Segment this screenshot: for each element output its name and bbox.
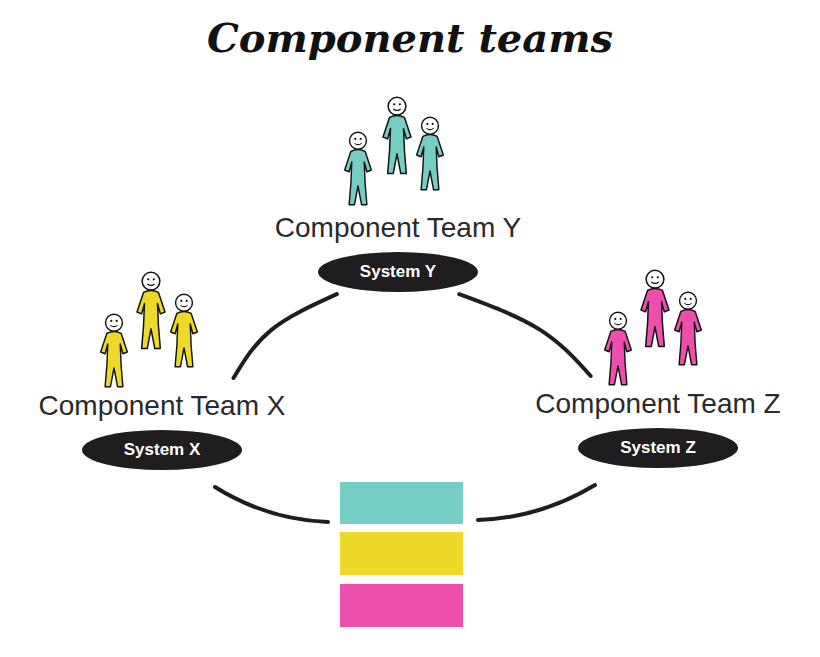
team-system-node: Component Team Y System Y <box>275 212 521 292</box>
person-figure <box>641 270 669 346</box>
connector-arc <box>459 294 590 376</box>
team-name: Component Team Y <box>275 212 521 244</box>
team-y-figures <box>345 97 444 204</box>
team-name: Component Team X <box>39 390 286 422</box>
person-figure <box>101 314 128 386</box>
diagram-title: Component teams <box>0 14 820 61</box>
team-name: Component Team Z <box>535 388 780 420</box>
connector-arc <box>234 294 337 378</box>
system-name: System Z <box>612 438 704 458</box>
backlog-block <box>340 482 463 524</box>
team-system-node: Component Team X System X <box>39 390 286 470</box>
backlog-block <box>340 584 463 627</box>
system-name: System Y <box>352 262 444 282</box>
team-system-node: Component Team Z System Z <box>535 388 780 468</box>
system-name: System X <box>116 440 208 460</box>
person-figure <box>417 117 444 189</box>
system-ellipse: System Z <box>578 428 738 468</box>
person-figure <box>171 294 198 366</box>
person-figure <box>137 272 165 348</box>
person-figure <box>605 312 632 384</box>
team-x-figures <box>101 272 198 386</box>
team-z-figures <box>605 270 702 384</box>
link-line <box>215 487 328 522</box>
person-figure <box>675 292 702 364</box>
link-line <box>478 485 595 520</box>
system-ellipse: System Y <box>318 252 478 292</box>
person-figure <box>345 132 372 204</box>
person-figure <box>383 97 411 173</box>
system-ellipse: System X <box>82 430 242 470</box>
backlog-block <box>340 532 463 575</box>
